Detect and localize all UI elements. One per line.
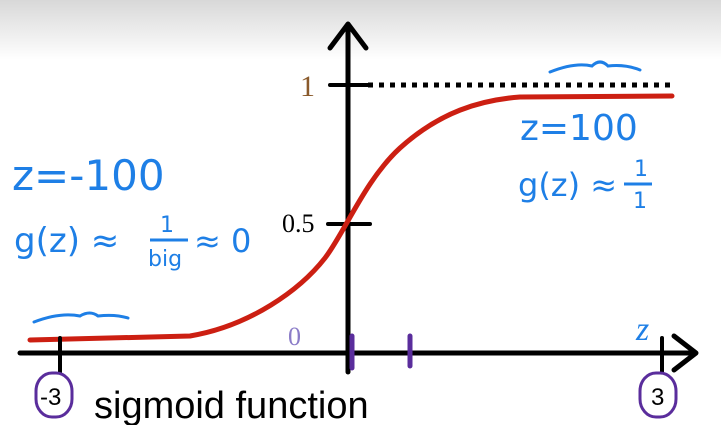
right-frac-den: 1 bbox=[633, 189, 647, 214]
right-annotation-g: g(z) ≈ bbox=[518, 166, 617, 204]
y-label-zero: 0 bbox=[288, 322, 301, 351]
circled-left-label: -3 bbox=[40, 384, 61, 411]
y-label-one: 1 bbox=[300, 70, 315, 103]
sigmoid-curve bbox=[27, 93, 675, 343]
left-squiggle bbox=[32, 311, 130, 324]
circled-right-box bbox=[638, 371, 678, 419]
y-label-half: 0.5 bbox=[282, 209, 315, 238]
left-frac-num: 1 bbox=[160, 213, 174, 238]
caption: sigmoid function bbox=[94, 385, 369, 425]
x-axis-label: z bbox=[635, 311, 649, 348]
right-squiggle bbox=[548, 60, 642, 74]
circled-right-label: 3 bbox=[651, 384, 664, 411]
right-annotation-z: z=100 bbox=[520, 108, 638, 149]
left-annotation-tail: ≈ 0 bbox=[194, 222, 251, 260]
x-axis-arrowhead bbox=[671, 333, 699, 373]
left-frac-den: big bbox=[148, 247, 182, 272]
right-frac-num: 1 bbox=[634, 157, 648, 182]
y-axis-arrowhead bbox=[327, 21, 369, 51]
left-annotation-z: z=-100 bbox=[12, 151, 165, 200]
circled-left-box bbox=[34, 371, 74, 419]
left-annotation-g: g(z) ≈ bbox=[14, 221, 119, 261]
top-shade bbox=[0, 0, 721, 60]
